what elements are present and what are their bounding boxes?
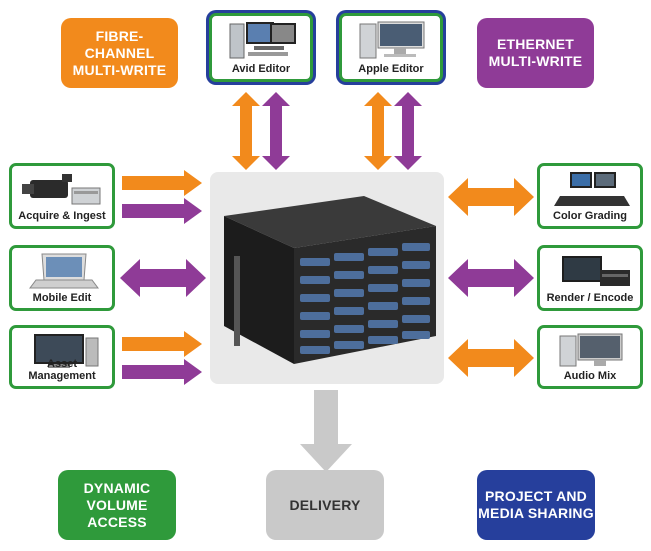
acquire-ingest-caption: Acquire & Ingest <box>18 210 106 222</box>
mobile-edit-card[interactable]: Mobile Edit <box>9 245 115 311</box>
asset-management-arrow <box>122 331 202 385</box>
avid-link-arrow <box>232 92 290 170</box>
mobile-edit-caption: Mobile Edit <box>32 292 92 304</box>
asset-management-card[interactable]: Asset Management <box>9 325 115 389</box>
fibre-channel-text: FIBRE-CHANNEL MULTI-WRITE <box>72 27 167 78</box>
apple-editor-card[interactable]: Apple Editor <box>339 13 443 82</box>
delivery-text: DELIVERY <box>289 496 361 513</box>
laptop-icon <box>29 253 99 289</box>
audio-mix-card[interactable]: Audio Mix <box>537 325 643 389</box>
acquire-ingest-card[interactable]: Acquire & Ingest <box>9 163 115 229</box>
delivery-label: DELIVERY <box>266 470 384 540</box>
render-encode-caption: Render / Encode <box>546 292 634 304</box>
color-grading-caption: Color Grading <box>553 210 627 222</box>
dynamic-volume-text: DYNAMIC VOLUME ACCESS <box>83 479 151 530</box>
workstation-icon <box>559 333 623 367</box>
color-grading-arrow <box>448 178 534 216</box>
camera-icon <box>22 174 101 205</box>
workstation-icon <box>359 21 425 59</box>
color-grading-card[interactable]: Color Grading <box>537 163 643 229</box>
project-media-label: PROJECT AND MEDIA SHARING <box>477 470 595 540</box>
asset-management-caption: Asset Management <box>28 358 96 382</box>
workstation-icon <box>229 22 296 59</box>
workstation-icon <box>562 256 630 286</box>
ethernet-text: ETHERNET MULTI-WRITE <box>488 36 583 69</box>
acquire-ingest-arrow <box>122 170 202 224</box>
apple-link-arrow <box>364 92 422 170</box>
render-encode-card[interactable]: Render / Encode <box>537 245 643 311</box>
delivery-arrow <box>300 390 352 472</box>
fibre-channel-label: FIBRE-CHANNEL MULTI-WRITE <box>61 18 178 88</box>
workstation-icon <box>34 334 99 368</box>
avid-editor-caption: Avid Editor <box>231 63 291 75</box>
project-media-text: PROJECT AND MEDIA SHARING <box>478 488 594 521</box>
avid-editor-card[interactable]: Avid Editor <box>209 13 313 82</box>
mobile-edit-arrow <box>120 259 206 297</box>
audio-mix-caption: Audio Mix <box>563 370 617 382</box>
apple-editor-caption: Apple Editor <box>358 63 424 75</box>
audio-mix-arrow <box>448 339 534 377</box>
ethernet-label: ETHERNET MULTI-WRITE <box>477 18 594 88</box>
dynamic-volume-label: DYNAMIC VOLUME ACCESS <box>58 470 176 540</box>
workstation-icon <box>554 172 630 206</box>
storage-server-icon <box>224 196 436 364</box>
render-encode-arrow <box>448 259 534 297</box>
